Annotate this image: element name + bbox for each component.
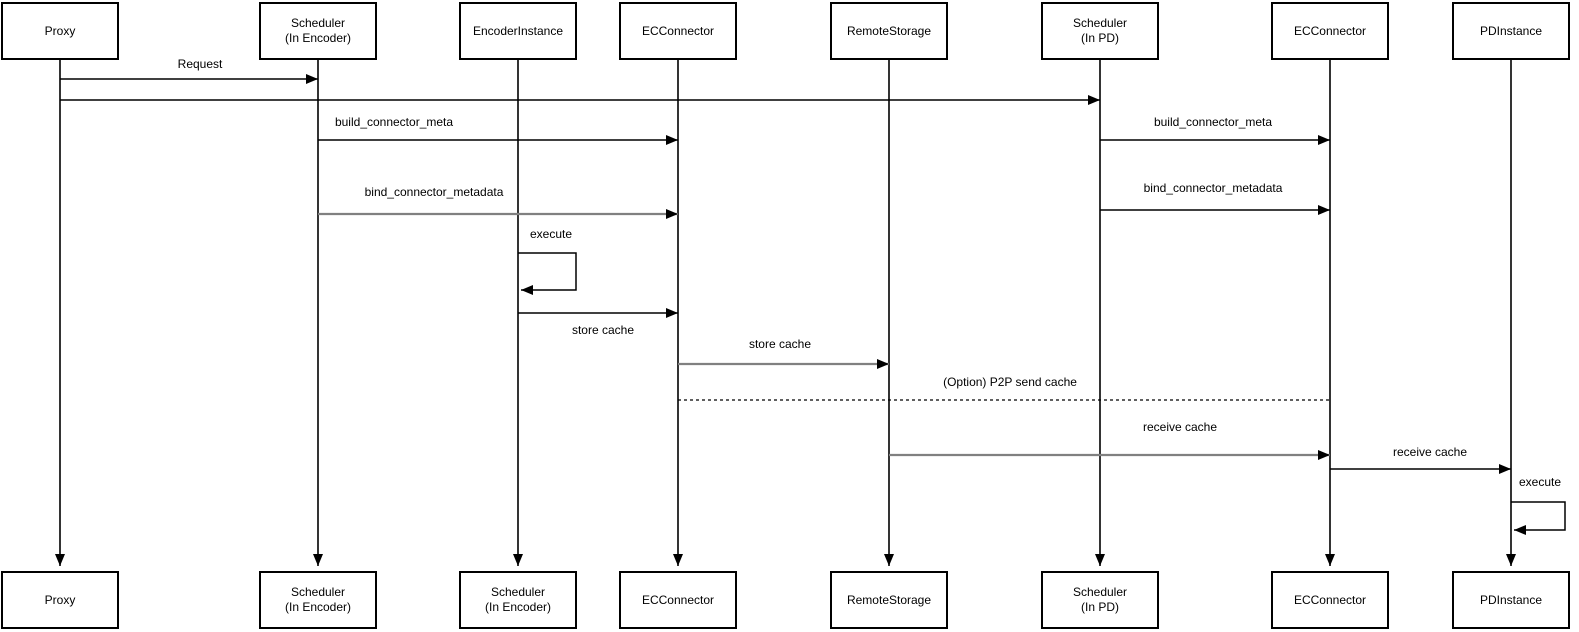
participant-label: RemoteStorage xyxy=(846,23,932,38)
message-label-build-connector-meta-right: build_connector_meta xyxy=(1151,115,1275,129)
participant-top-remotestorage: RemoteStorage xyxy=(830,2,948,60)
participant-bottom-remotestorage: RemoteStorage xyxy=(830,571,948,629)
message-label-execute-pd: execute xyxy=(1516,475,1564,489)
participant-label: RemoteStorage xyxy=(846,592,932,607)
participant-bottom-scheduler-pd: Scheduler (In PD) xyxy=(1041,571,1159,629)
message-label-bind-connector-metadata-right: bind_connector_metadata xyxy=(1141,181,1285,195)
participant-label: PDInstance xyxy=(1479,23,1543,38)
participant-label: PDInstance xyxy=(1479,592,1543,607)
participant-top-encoder-instance: EncoderInstance xyxy=(459,2,577,60)
participant-bottom-pdinstance: PDInstance xyxy=(1452,571,1570,629)
participant-top-ecconnector-1: ECConnector xyxy=(619,2,737,60)
message-label-store-cache-2: store cache xyxy=(746,337,814,351)
participant-top-proxy: Proxy xyxy=(1,2,119,60)
message-label-receive-cache-1: receive cache xyxy=(1140,420,1220,434)
participant-label: Scheduler (In Encoder) xyxy=(284,16,352,45)
participant-top-pdinstance: PDInstance xyxy=(1452,2,1570,60)
participant-label: EncoderInstance xyxy=(472,23,564,38)
participant-label: Scheduler (In Encoder) xyxy=(484,585,552,614)
participant-label: Proxy xyxy=(44,23,76,38)
message-label-p2p-send-cache: (Option) P2P send cache xyxy=(941,375,1079,389)
participant-label: Proxy xyxy=(44,592,76,607)
participant-label: ECConnector xyxy=(1293,592,1367,607)
message-label-bind-connector-metadata-left: bind_connector_metadata xyxy=(362,185,506,199)
participant-top-scheduler-pd: Scheduler (In PD) xyxy=(1041,2,1159,60)
participant-label: ECConnector xyxy=(641,592,715,607)
self-loop-execute-encoder xyxy=(518,252,577,295)
message-label-receive-cache-2: receive cache xyxy=(1390,445,1470,459)
participant-label: Scheduler (In PD) xyxy=(1072,16,1128,45)
participant-bottom-ecconnector-2: ECConnector xyxy=(1271,571,1389,629)
self-loop-execute-pd xyxy=(1511,501,1566,535)
participant-bottom-scheduler-encoder-2: Scheduler (In Encoder) xyxy=(459,571,577,629)
participant-label: ECConnector xyxy=(641,23,715,38)
participant-label: Scheduler (In PD) xyxy=(1072,585,1128,614)
message-label-build-connector-meta-left: build_connector_meta xyxy=(332,115,456,129)
participant-label: ECConnector xyxy=(1293,23,1367,38)
participant-top-scheduler-encoder: Scheduler (In Encoder) xyxy=(259,2,377,60)
participant-top-ecconnector-2: ECConnector xyxy=(1271,2,1389,60)
participant-bottom-ecconnector-1: ECConnector xyxy=(619,571,737,629)
participant-bottom-scheduler-encoder-1: Scheduler (In Encoder) xyxy=(259,571,377,629)
participant-bottom-proxy: Proxy xyxy=(1,571,119,629)
message-label-execute-encoder: execute xyxy=(527,227,575,241)
message-label-store-cache-1: store cache xyxy=(569,323,637,337)
participant-label: Scheduler (In Encoder) xyxy=(284,585,352,614)
message-label-request: Request xyxy=(175,57,225,71)
